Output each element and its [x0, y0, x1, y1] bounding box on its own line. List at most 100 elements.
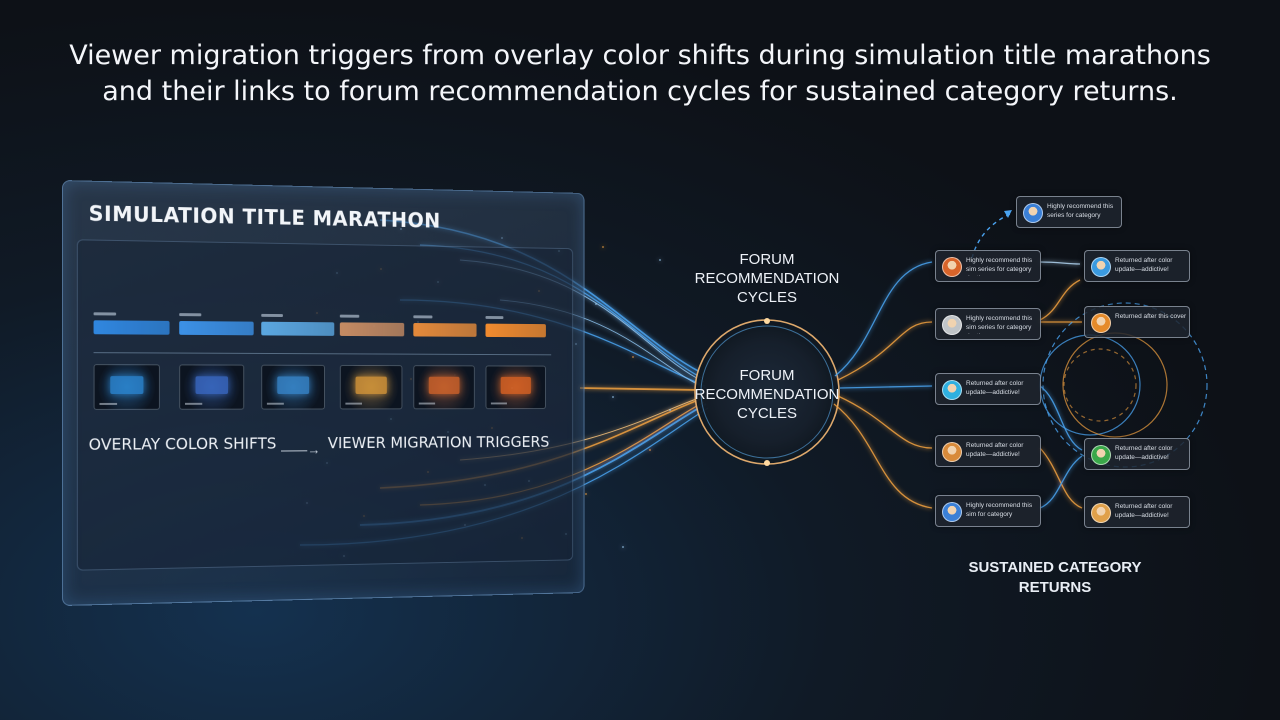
- hub-label-inner: FORUM RECOMMENDATION CYCLES: [677, 366, 857, 423]
- page-title: Viewer migration triggers from overlay c…: [0, 38, 1280, 110]
- stream-thumbnail: [93, 364, 160, 410]
- user-avatar-icon: [1091, 503, 1111, 523]
- simulation-marathon-panel: SIMULATION TITLE MARATHON OVERLAY COLOR …: [62, 180, 585, 606]
- thumbnail-overlay: [500, 376, 531, 394]
- forum-comment-card: Highly recommend this sim series for cat…: [935, 308, 1041, 340]
- user-avatar-icon: [1023, 203, 1043, 223]
- forum-comment-card: Returned after this cover: [1084, 306, 1190, 338]
- returns-line-2: RETURNS: [1018, 579, 1092, 596]
- color-bar: [179, 321, 254, 336]
- flow-particle: [585, 493, 587, 495]
- comment-text: Highly recommend this sim for category: [966, 502, 1033, 518]
- color-bar: [93, 320, 170, 335]
- user-avatar-icon: [1091, 257, 1111, 277]
- hub-label-outer-line-3: CYCLES: [736, 289, 798, 306]
- user-avatar-icon: [942, 380, 962, 400]
- user-avatar-icon: [1091, 445, 1111, 465]
- bar-cap: [485, 316, 504, 320]
- recommendation-flow-line: [833, 403, 933, 509]
- recommendation-flow-line: [839, 385, 933, 389]
- thumbnail-overlay: [110, 376, 144, 394]
- user-avatar-icon: [1091, 313, 1111, 333]
- thumbnail-caption: [490, 402, 507, 405]
- sustained-category-returns-label: SUSTAINED CATEGORY RETURNS: [930, 558, 1180, 598]
- bar-cap: [339, 314, 360, 318]
- arrow-icon: ——→: [281, 441, 321, 458]
- thumbnail-overlay: [277, 376, 310, 394]
- stream-thumbnail: [339, 364, 403, 410]
- thumbnail-caption: [266, 402, 284, 405]
- bar-cap: [179, 313, 202, 317]
- flow-particle: [612, 396, 614, 398]
- stream-thumbnail: [179, 364, 245, 410]
- title-line-1: Viewer migration triggers from overlay c…: [69, 40, 1211, 71]
- recommendation-flow-line: [834, 261, 933, 377]
- hub-label-outer: FORUM RECOMMENDATION CYCLES: [677, 250, 857, 307]
- recommendation-flow-line: [837, 395, 933, 449]
- thumbnail-overlay: [428, 376, 460, 394]
- user-avatar-icon: [942, 502, 962, 522]
- forum-comment-card: Returned after color update—addictive!: [1084, 496, 1190, 528]
- hub-node-top: [764, 318, 770, 324]
- forum-comment-card: Returned after color update—addictive!: [935, 435, 1041, 467]
- recommendation-flow-line: [1039, 447, 1083, 509]
- comment-text: Returned after color update—addictive!: [966, 380, 1024, 396]
- stream-thumbnail: [485, 365, 546, 410]
- comment-text: Highly recommend this series for categor…: [1047, 203, 1114, 219]
- panel-screen: [76, 239, 574, 571]
- stream-thumbnail: [261, 364, 325, 410]
- recommendation-flow-line: [1039, 279, 1081, 321]
- comment-text: Highly recommend this sim series for cat…: [966, 315, 1033, 334]
- bar-cap: [261, 313, 284, 318]
- flow-particle: [632, 356, 634, 358]
- comment-text: Returned after this cover: [1115, 313, 1187, 320]
- comment-text: Returned after color update—addictive!: [966, 442, 1024, 458]
- forum-comment-card: Returned after color update—addictive!: [935, 373, 1041, 405]
- hub-label-outer-line-1: FORUM: [739, 251, 795, 268]
- thumbnail-overlay: [195, 376, 229, 394]
- recommendation-flow-line: [1039, 261, 1081, 265]
- hub-label-outer-line-2: RECOMMENDATION: [694, 270, 840, 287]
- migration-flow-line: [579, 387, 701, 391]
- color-bar: [261, 321, 335, 336]
- user-avatar-icon: [942, 257, 962, 277]
- thumbnail-caption: [345, 402, 363, 405]
- panel-title: SIMULATION TITLE MARATHON: [88, 201, 441, 233]
- thumbnail-overlay: [355, 376, 387, 394]
- title-line-2: and their links to forum recommendation …: [102, 76, 1178, 107]
- recommendation-flow-line: [837, 321, 933, 381]
- color-bars: [93, 312, 559, 339]
- returns-line-1: SUSTAINED CATEGORY: [968, 559, 1142, 576]
- comment-text: Returned after color update—addictive!: [1115, 503, 1173, 519]
- divider-top: [93, 352, 552, 356]
- flow-particle: [659, 259, 661, 261]
- user-avatar-icon: [942, 315, 962, 335]
- forum-comment-card: Highly recommend this sim for category: [935, 495, 1041, 527]
- comment-text: Returned after color update—addictive!: [1115, 257, 1173, 273]
- color-bar: [485, 323, 546, 338]
- flow-particle: [669, 409, 671, 411]
- loop-orange: [1062, 332, 1168, 438]
- color-bar: [339, 322, 405, 337]
- forum-comment-card: Highly recommend this series for categor…: [1016, 196, 1122, 228]
- bar-cap: [93, 312, 117, 316]
- thumbnail-caption: [418, 402, 436, 405]
- comment-text: Returned after color update—addictive!: [1115, 445, 1173, 461]
- hub-ring-inner: [700, 325, 834, 459]
- forum-comment-card: Returned after color update—addictive!: [1084, 438, 1190, 470]
- viewer-migration-triggers-label: VIEWER MIGRATION TRIGGERS: [327, 432, 550, 453]
- hub-label-inner-line-2: RECOMMENDATION: [694, 386, 840, 403]
- recommendation-flow-line: [1039, 455, 1083, 509]
- forum-comment-card: Highly recommend this sim series for cat…: [935, 250, 1041, 282]
- comment-text: Highly recommend this sim series for cat…: [966, 257, 1033, 276]
- hub-label-inner-line-3: CYCLES: [736, 405, 798, 422]
- flow-particle: [622, 546, 624, 548]
- flow-particle: [595, 303, 597, 305]
- loop-inner: [1063, 348, 1137, 422]
- recommendation-flow-line: [1039, 385, 1083, 451]
- hub-label-inner-line-1: FORUM: [739, 367, 795, 384]
- hub-node-bottom: [764, 460, 770, 466]
- flow-particle: [602, 246, 604, 248]
- flow-particle: [649, 449, 651, 451]
- thumbnail-caption: [99, 402, 118, 405]
